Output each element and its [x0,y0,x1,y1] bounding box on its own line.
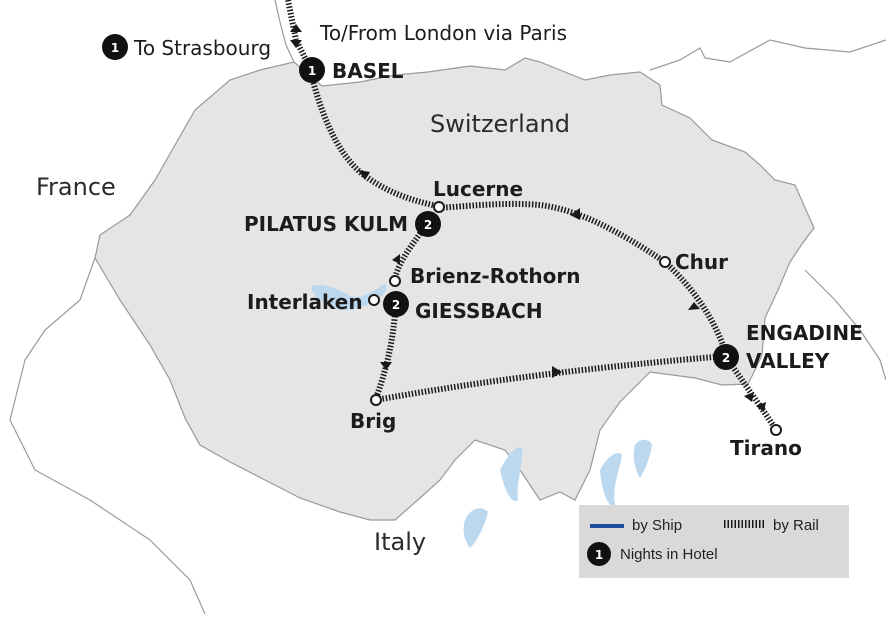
country-label-france: France [36,173,116,201]
border-france-south [9,257,206,615]
badge-number: 1 [308,64,316,78]
badge-number: 2 [392,298,400,312]
badge-number: 1 [111,41,119,55]
stop-marker-brienz [389,275,401,287]
stop-markers [368,201,782,436]
arrow-left-icon [570,208,580,220]
legend-hotel-label: Nights in Hotel [620,546,718,563]
legend-ship-label: by Ship [632,517,682,534]
lake-lugano-maggiore [500,447,523,502]
place-label-tirano: Tirano [730,436,802,460]
rail-north-into-basel [285,0,313,70]
place-label-basel: BASEL [332,59,404,83]
border-italy-austria [804,269,886,381]
badge-number: 2 [722,351,730,365]
lake-brienz-thun [311,284,387,311]
country-label-switzerland: Switzerland [430,110,570,138]
arrow-right-icon [552,366,562,378]
border-germany-austria [649,39,886,71]
hotel-badge-giessbach: 2 [383,291,409,317]
place-label-pilatus-kulm: PILATUS KULM [244,212,408,236]
stop-marker-interlaken [368,294,380,306]
arrow-down-icon [290,40,302,48]
stop-marker-lucerne [433,201,445,213]
badge-number: 2 [424,218,432,232]
arrow-down-icon [744,392,754,402]
country-borders [9,0,886,615]
arrow-down-icon [380,362,392,370]
legend-hotel-badge-number: 1 [595,548,603,562]
arrow-up-icon [290,24,302,32]
rail-giessbach-brig [373,302,399,400]
stop-marker-brig [370,394,382,406]
arrow-up-icon [688,302,700,310]
hotel-badge-pilatus: 2 [415,211,441,237]
switzerland-region [94,57,815,521]
route-arrows [290,24,766,412]
place-label-engadine: ENGADINE [746,321,863,345]
stop-marker-chur [659,256,671,268]
rail-brig-engadine [375,353,726,403]
strasbourg-note: To Strasbourg [133,36,271,60]
place-label-chur: Chur [675,250,728,274]
arrow-down-icon [358,170,370,180]
hotel-badge-engadine: 2 [713,344,739,370]
london-route-note: To/From London via Paris [319,21,567,45]
lake-iseo [463,508,488,548]
legend: by Ship by Rail 1 Nights in Hotel [579,505,849,578]
legend-rail-label: by Rail [773,517,819,534]
country-label-italy: Italy [374,528,426,556]
place-label-brienz-rothorn: Brienz-Rothorn [410,264,581,288]
lakes [311,284,652,548]
arrow-down-icon [756,402,766,412]
rail-chur-lucerne [436,200,667,265]
legend-box [579,505,849,578]
hotel-badge-strasbourg: 1 [102,34,128,60]
lake-garda [633,439,652,478]
arrow-down-icon [392,254,400,264]
place-label-brig: Brig [350,409,396,433]
border-germany-france [274,0,295,63]
place-label-interlaken: Interlaken [247,290,363,314]
legend-hotel-badge [587,542,611,566]
stop-marker-tirano [770,424,782,436]
hotel-badge-basel: 1 [299,57,325,83]
place-label-lucerne: Lucerne [433,177,523,201]
place-label-valley: VALLEY [746,349,830,373]
lake-como [600,453,622,506]
place-label-giessbach: GIESSBACH [415,299,543,323]
